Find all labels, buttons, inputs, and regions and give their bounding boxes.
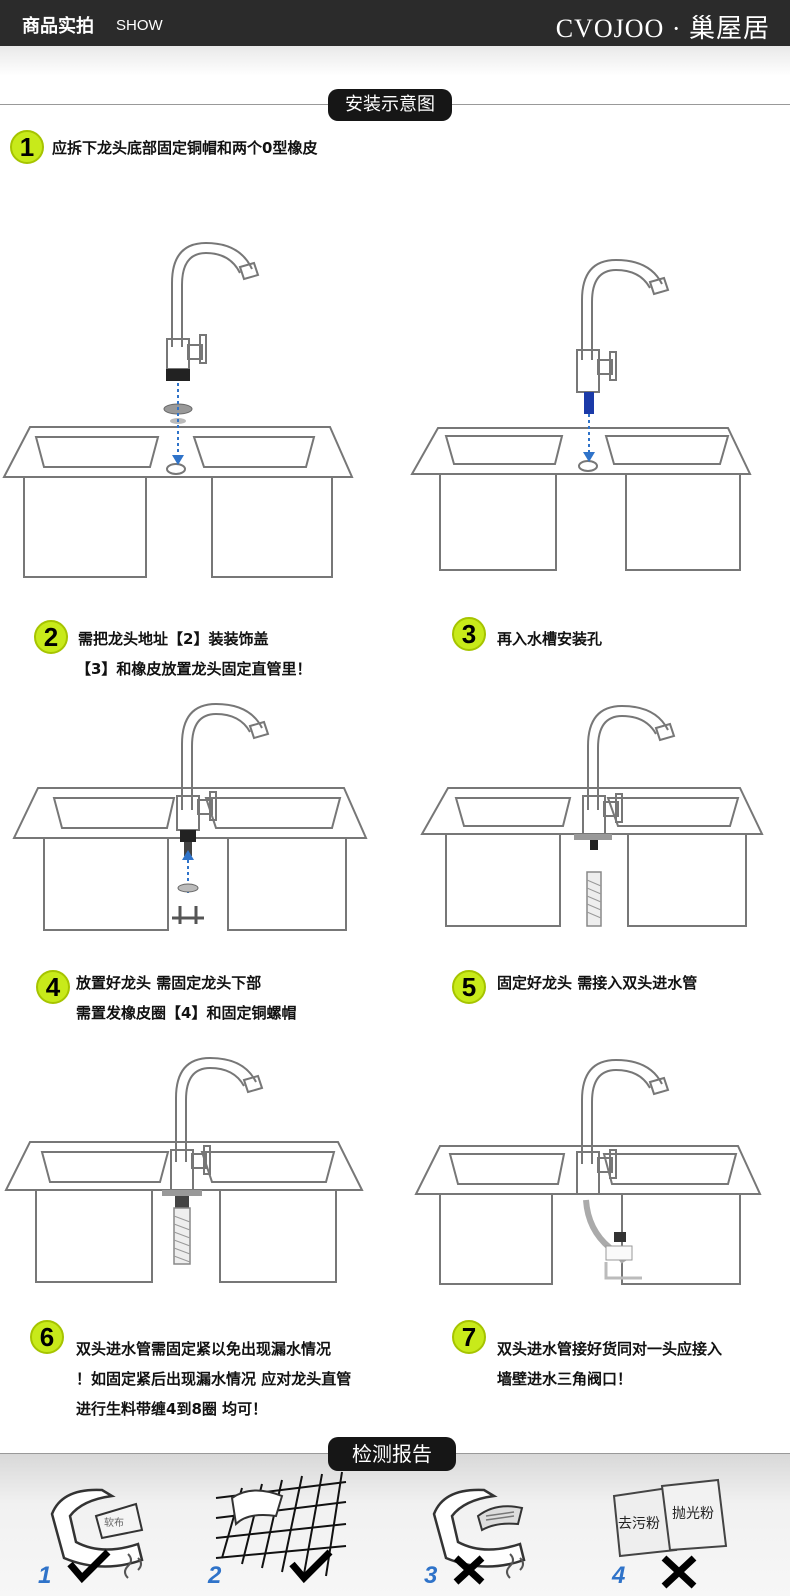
report-item-3-brush (432, 1488, 526, 1585)
section-title-install: 安装示意图 (328, 89, 452, 121)
step-4-line-2: 需置发橡皮圈【4】和固定铜螺帽 (76, 1004, 297, 1022)
step-6-line-1: 双头进水管需固定紧以免出现漏水情况 (76, 1340, 332, 1358)
check-icon (67, 1549, 111, 1584)
report-item-1-soft-cloth: 软布 (50, 1488, 144, 1584)
check-icon (289, 1549, 333, 1584)
diagram-step1-remove-parts (2, 241, 354, 578)
header-bar: 商品实拍 SHOW CVOJOO · 巢屋居 (0, 0, 790, 46)
step-2-line-1: 需把龙头地址【2】装装饰盖 (78, 630, 269, 648)
step-6-line-2: ！如固定紧后出现漏水情况 应对龙头直管 (76, 1370, 352, 1388)
step-4-text: 放置好龙头 需固定龙头下部 需置发橡皮圈【4】和固定铜螺帽 (76, 968, 296, 1028)
diagram-step7-wall-valve (414, 1058, 762, 1285)
step-1-line-1: 应拆下龙头底部固定铜帽和两个0型橡皮 (52, 139, 318, 157)
step-2-text: 需把龙头地址【2】装装饰盖 【3】和橡皮放置龙头固定直管里！ (76, 624, 312, 684)
step-3-text: 再入水槽安装孔 (497, 624, 602, 654)
step-3-badge: 3 (452, 617, 486, 651)
cloth-label: 软布 (104, 1516, 124, 1529)
cross-icon (453, 1555, 485, 1585)
step-7-text: 双头进水管接好货同对一头应接入 墙壁进水三角阀口！ (497, 1334, 722, 1394)
step-1-text: 应拆下龙头底部固定铜帽和两个0型橡皮 (52, 133, 317, 163)
report-item-2-scrub-pad (215, 1471, 347, 1584)
step-7-line-1: 双头进水管接好货同对一头应接入 (497, 1340, 723, 1358)
diagram-step6-connected (4, 1056, 364, 1283)
down-arrow-head (172, 455, 184, 465)
step-4-line-1: 放置好龙头 需固定龙头下部 (76, 974, 262, 992)
step-2-line-2: 【3】和橡皮放置龙头固定直管里！ (76, 660, 312, 678)
section-title-report: 检测报告 (328, 1437, 456, 1471)
report-item-1-number: 1 (38, 1562, 52, 1589)
report-item-4-powders: 去污粉 抛光粉 (612, 1478, 728, 1589)
step-6-line-3: 进行生料带缠4到8圈 均可！ (76, 1400, 268, 1418)
step-3-line-1: 再入水槽安装孔 (497, 630, 603, 648)
step-5-text: 固定好龙头 需接入双头进水管 (497, 968, 697, 998)
step-5-line-1: 固定好龙头 需接入双头进水管 (497, 974, 698, 992)
powder-label-a: 去污粉 (618, 1516, 660, 1532)
header-subtitle: SHOW (116, 17, 163, 34)
report-item-4-number: 4 (612, 1562, 626, 1589)
brand-logo: CVOJOO · 巢屋居 (555, 14, 770, 43)
step-4-badge: 4 (36, 970, 70, 1004)
powder-label-b: 抛光粉 (672, 1506, 714, 1522)
report-item-3-number: 3 (424, 1562, 438, 1589)
threaded-shank (584, 392, 594, 414)
report-item-2-number: 2 (208, 1562, 222, 1589)
step-5-badge: 5 (452, 970, 486, 1004)
copper-nut (166, 369, 190, 381)
step-1-badge: 1 (10, 130, 44, 164)
step-7-badge: 7 (452, 1320, 486, 1354)
step-7-line-2: 墙壁进水三角阀口！ (497, 1370, 633, 1388)
step-6-badge: 6 (30, 1320, 64, 1354)
cross-icon (661, 1555, 697, 1589)
step-2-badge: 2 (34, 620, 68, 654)
diagram-step2-insert (410, 258, 752, 571)
step-6-text: 双头进水管需固定紧以免出现漏水情况 ！如固定紧后出现漏水情况 应对龙头直管 进行… (76, 1334, 351, 1424)
header-title: 商品实拍 (22, 16, 94, 37)
diagram-step4-hose (420, 704, 764, 927)
diagram-step3-fix-nut (12, 702, 368, 931)
header-shadow-band (0, 46, 790, 76)
down-arrow-head (583, 452, 595, 462)
